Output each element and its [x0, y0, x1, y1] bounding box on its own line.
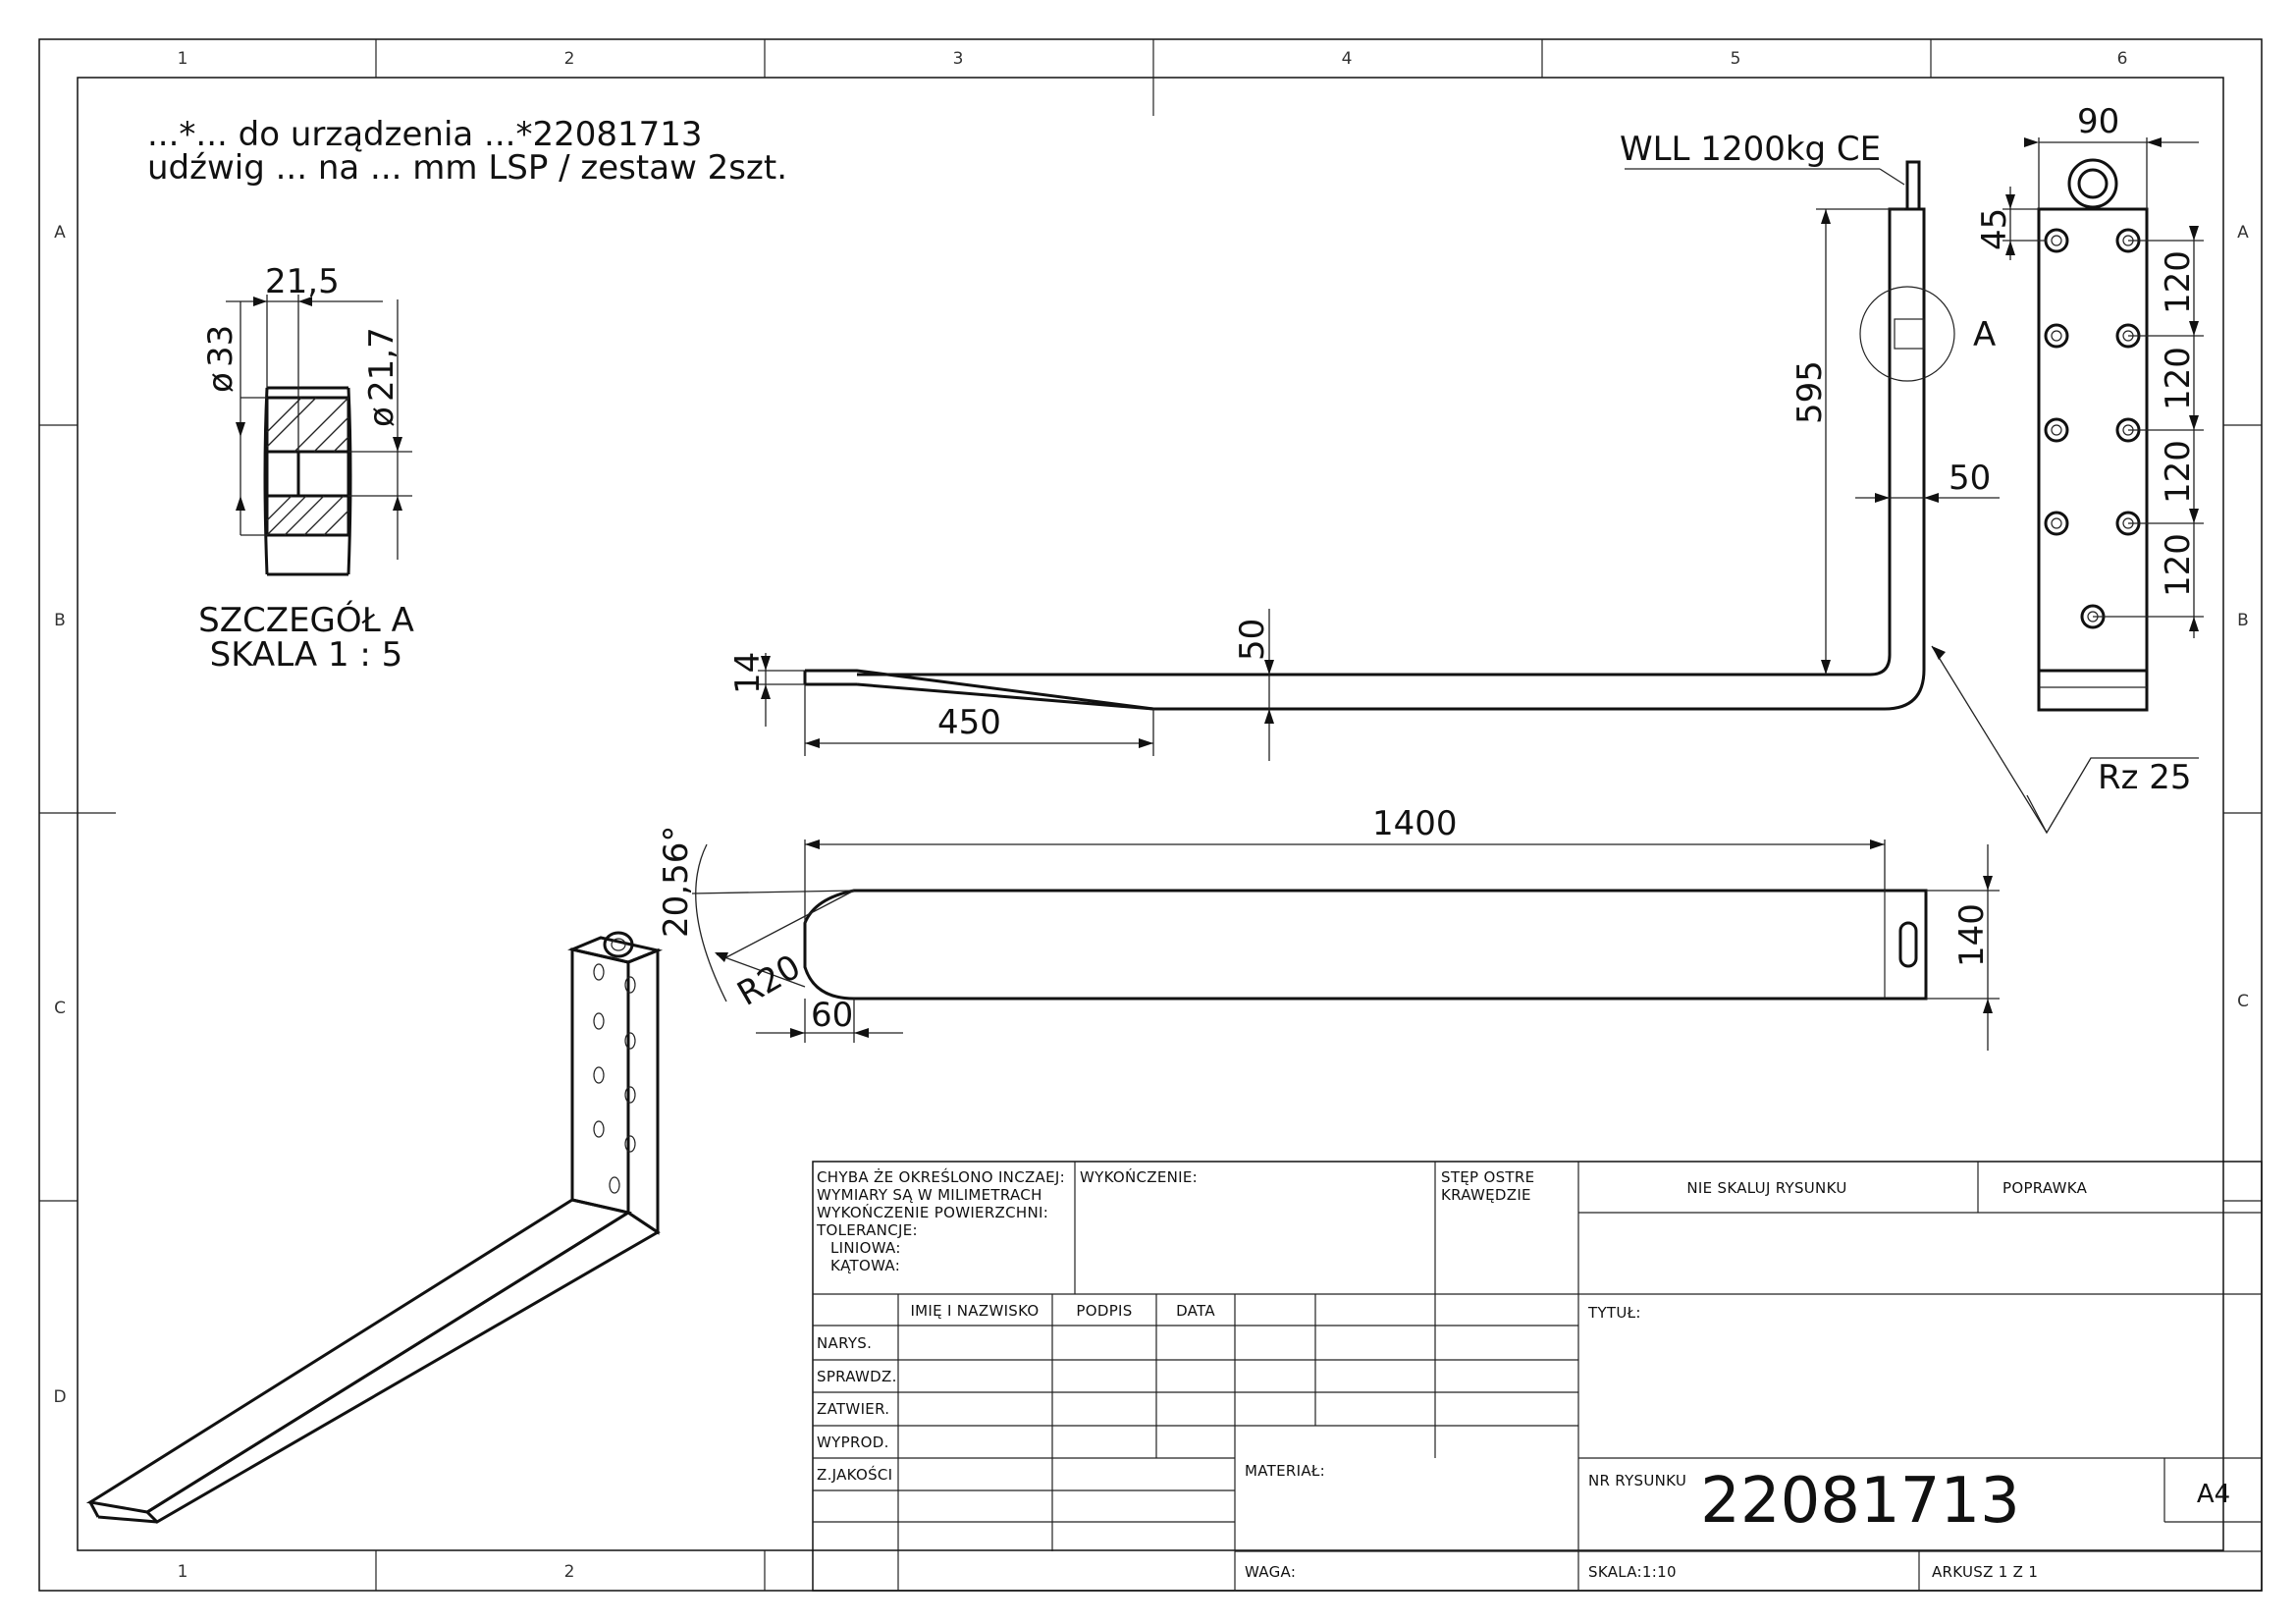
detail-callout-label: A	[1973, 315, 1996, 354]
general-note-4: TOLERANCJE:	[816, 1221, 918, 1239]
col-header-date: DATA	[1176, 1302, 1215, 1320]
zone-row-b: B	[54, 611, 66, 630]
finish-label: WYKOŃCZENIE:	[1080, 1167, 1198, 1186]
paper-format: A4	[2197, 1480, 2230, 1509]
front-dim-pitch-1: 120	[2159, 250, 2198, 314]
header-line-1: ...*... do urządzenia ...*22081713	[147, 115, 703, 154]
row-label-checked: SPRAWDZ.	[817, 1368, 897, 1385]
general-note-6: KĄTOWA:	[830, 1257, 900, 1274]
side-view: A WLL 1200kg CE 595 50 50 14 450	[728, 130, 2199, 835]
side-dim-tip: 14	[728, 652, 768, 694]
front-dim-top: 45	[1975, 208, 2014, 250]
zone-row-c: C	[54, 999, 66, 1018]
detail-dim-outer-dia: 33	[201, 325, 240, 367]
top-dim-chamfer: 60	[811, 996, 853, 1035]
front-view: 90 45 120 120 120 120	[1975, 102, 2204, 712]
side-dim-thickness-horizontal: 50	[1233, 619, 1272, 661]
zone-col-1: 1	[178, 49, 188, 69]
side-dim-thickness-vertical: 50	[1949, 459, 1991, 498]
top-dim-radius: R20	[731, 947, 808, 1014]
top-view: 1400 140 20,56° R20 60	[657, 804, 2000, 1051]
weight-label: WAGA:	[1245, 1563, 1296, 1581]
drawing-no-label: NR RYSUNKU	[1588, 1472, 1686, 1489]
top-dim-angle: 20,56°	[657, 826, 696, 938]
roughness-label: Rz 25	[2098, 758, 2192, 797]
row-label-drawn: NARYS.	[817, 1334, 872, 1352]
front-dim-pitch-4: 120	[2159, 533, 2198, 597]
detail-title: SZCZEGÓŁ A	[198, 600, 414, 640]
zone-row-a: A	[54, 223, 66, 243]
general-note-1: CHYBA ŻE OKREŚLONO INCZAEJ:	[817, 1167, 1065, 1186]
isometric-view	[85, 931, 664, 1524]
zone-col-4: 4	[1342, 49, 1353, 69]
detail-a-view: 21,5 ø 33 ø 21,7 SZCZEGÓŁ A SKALA 1 : 5	[198, 262, 414, 675]
front-dim-pitch-3: 120	[2159, 440, 2198, 504]
zone-row-d: D	[53, 1387, 66, 1407]
bolt-holes	[2044, 228, 2141, 629]
detail-diameter-symbol-inner: ø	[362, 406, 401, 427]
zone-col-6: 6	[2117, 49, 2128, 69]
no-scale-label: NIE SKALUJ RYSUNKU	[1686, 1179, 1846, 1197]
detail-dim-width: 21,5	[265, 262, 340, 301]
zone-col-2: 2	[564, 49, 575, 69]
title-block: CHYBA ŻE OKREŚLONO INCZAEJ: WYMIARY SĄ W…	[812, 1161, 2263, 1592]
row-label-manufactured: WYPROD.	[817, 1434, 889, 1451]
revision-label: POPRAWKA	[2002, 1179, 2088, 1197]
material-label: MATERIAŁ:	[1245, 1462, 1325, 1480]
col-header-name: IMIĘ I NAZWISKO	[910, 1302, 1039, 1320]
zone-row-b-right: B	[2237, 611, 2249, 630]
general-note-2: WYMIARY SĄ W MILIMETRACH	[817, 1186, 1042, 1204]
top-dim-width: 140	[1952, 903, 1992, 967]
zone-row-a-right: A	[2237, 223, 2249, 243]
header-line-2: udźwig ... na ... mm LSP / zestaw 2szt.	[147, 148, 787, 188]
detail-scale: SKALA 1 : 5	[210, 635, 403, 675]
row-label-approved: ZATWIER.	[817, 1400, 889, 1418]
scale-label: SKALA:1:10	[1588, 1563, 1677, 1581]
zone-col-2-bottom: 2	[564, 1562, 575, 1582]
zone-col-1-bottom: 1	[178, 1562, 188, 1582]
zone-labels: 1 2 3 4 5 6 1 2 A B C D A B C	[53, 49, 2249, 1582]
front-dim-pitch-2: 120	[2159, 347, 2198, 410]
general-note-3: WYKOŃCZENIE POWIERZCHNI:	[817, 1203, 1048, 1221]
sheet-label: ARKUSZ 1 Z 1	[1932, 1563, 2038, 1581]
zone-col-3: 3	[953, 49, 964, 69]
side-dim-height: 595	[1790, 360, 1830, 424]
title-label: TYTUŁ:	[1587, 1304, 1641, 1322]
edges-label-2: KRAWĘDZIE	[1441, 1186, 1531, 1204]
detail-dim-inner-dia: 21,7	[362, 327, 401, 402]
wll-label: WLL 1200kg CE	[1620, 130, 1881, 169]
front-dim-width: 90	[2077, 102, 2119, 141]
col-header-signature: PODPIS	[1076, 1302, 1132, 1320]
zone-col-5: 5	[1731, 49, 1741, 69]
edges-label-1: STĘP OSTRE	[1441, 1168, 1534, 1186]
drawing-number: 22081713	[1700, 1465, 2020, 1538]
drawing-frame	[38, 38, 2263, 1592]
detail-diameter-symbol-outer: ø	[201, 372, 240, 393]
zone-row-c-right: C	[2237, 992, 2249, 1011]
general-note-5: LINIOWA:	[830, 1239, 901, 1257]
row-label-quality: Z.JAKOŚCI	[817, 1465, 892, 1484]
top-dim-length: 1400	[1372, 804, 1458, 843]
side-dim-taper: 450	[937, 703, 1001, 742]
